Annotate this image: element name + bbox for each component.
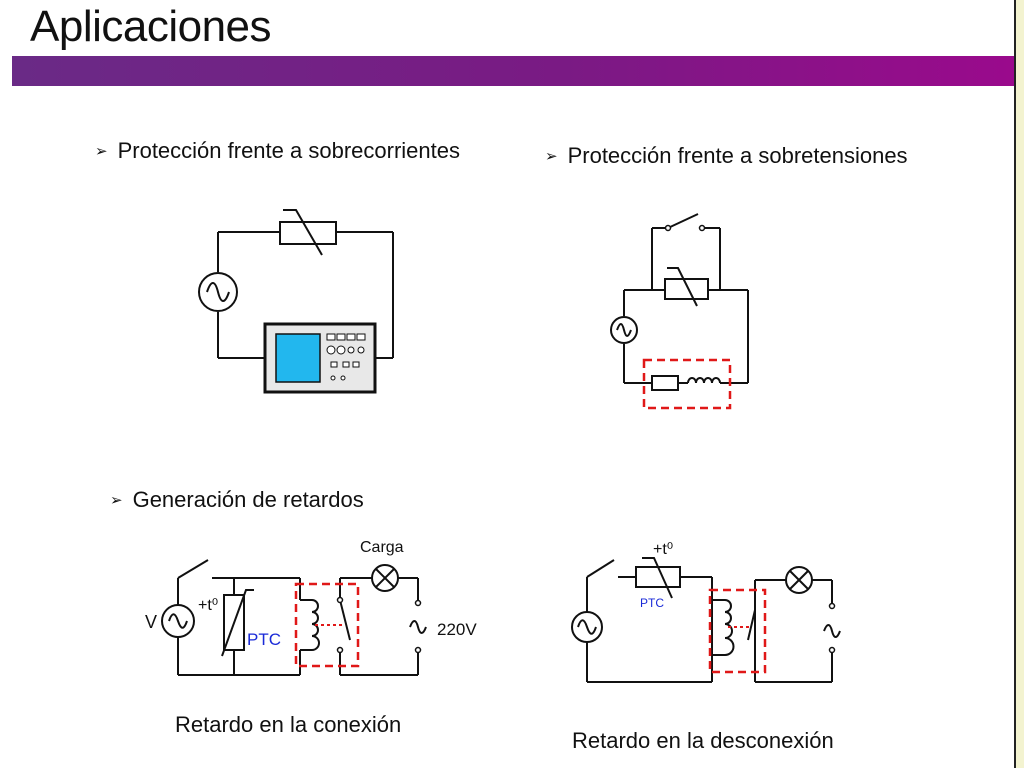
caption-connection-delay: Retardo en la conexión <box>175 712 402 737</box>
bullet-arrow-icon: ➢ <box>110 492 123 509</box>
equipment-icon <box>263 322 377 394</box>
thermistor-symbol <box>664 267 709 307</box>
ptc-label: PTC <box>247 630 281 649</box>
ptc-thermistor <box>221 589 254 657</box>
carga-label: Carga <box>360 539 404 556</box>
circuit-overvoltage <box>623 213 749 384</box>
bullet-delays: ➢ Generación de retardos <box>110 487 364 513</box>
switch-contacts <box>664 224 706 232</box>
lamp-icon <box>785 566 813 594</box>
thermistor-symbol <box>279 209 337 256</box>
bullet-arrow-icon: ➢ <box>95 143 108 160</box>
ac-symbol-icon <box>823 624 841 638</box>
bullet-delays-text: Generación de retardos <box>132 487 364 512</box>
mains-voltage-label: 220V <box>437 620 477 639</box>
slide-title: Aplicaciones <box>30 2 272 51</box>
bullet-overvoltage-text: Protección frente a sobretensiones <box>567 143 908 168</box>
relay-coil <box>724 599 756 656</box>
circuit-overcurrent <box>217 231 394 359</box>
highlight-box <box>294 582 360 668</box>
load-resistor-inductor <box>651 375 721 391</box>
bullet-arrow-icon: ➢ <box>545 148 558 165</box>
slide-right-edge <box>1014 0 1024 768</box>
circuit-disconnection-delay <box>586 559 833 683</box>
relay-contacts <box>336 596 344 654</box>
bullet-overcurrent-text: Protección frente a sobrecorrientes <box>117 138 460 163</box>
ptc-thermistor <box>635 557 681 599</box>
tempcoef-label: +t⁰ <box>198 597 218 614</box>
highlight-box <box>642 358 732 410</box>
ac-symbol-icon <box>409 620 427 634</box>
mains-terminal <box>414 599 422 654</box>
circuit-connection-delay <box>177 559 419 676</box>
tempcoef-label: +t⁰ <box>653 541 673 558</box>
header-bar <box>12 56 1014 86</box>
caption-disconnection-delay: Retardo en la desconexión <box>572 728 834 753</box>
relay-coil <box>311 599 351 651</box>
ptc-label: PTC <box>640 596 664 610</box>
highlight-box <box>708 588 767 674</box>
ac-source-icon <box>571 611 603 643</box>
bullet-overvoltage: ➢ Protección frente a sobretensiones <box>545 143 908 169</box>
ac-source-icon <box>198 272 238 312</box>
ac-source-icon <box>161 604 195 638</box>
voltage-label: V <box>145 612 157 632</box>
ac-source-icon <box>610 316 638 344</box>
mains-terminal <box>828 602 836 654</box>
bullet-overcurrent: ➢ Protección frente a sobrecorrientes <box>95 138 460 164</box>
lamp-icon <box>371 564 399 592</box>
